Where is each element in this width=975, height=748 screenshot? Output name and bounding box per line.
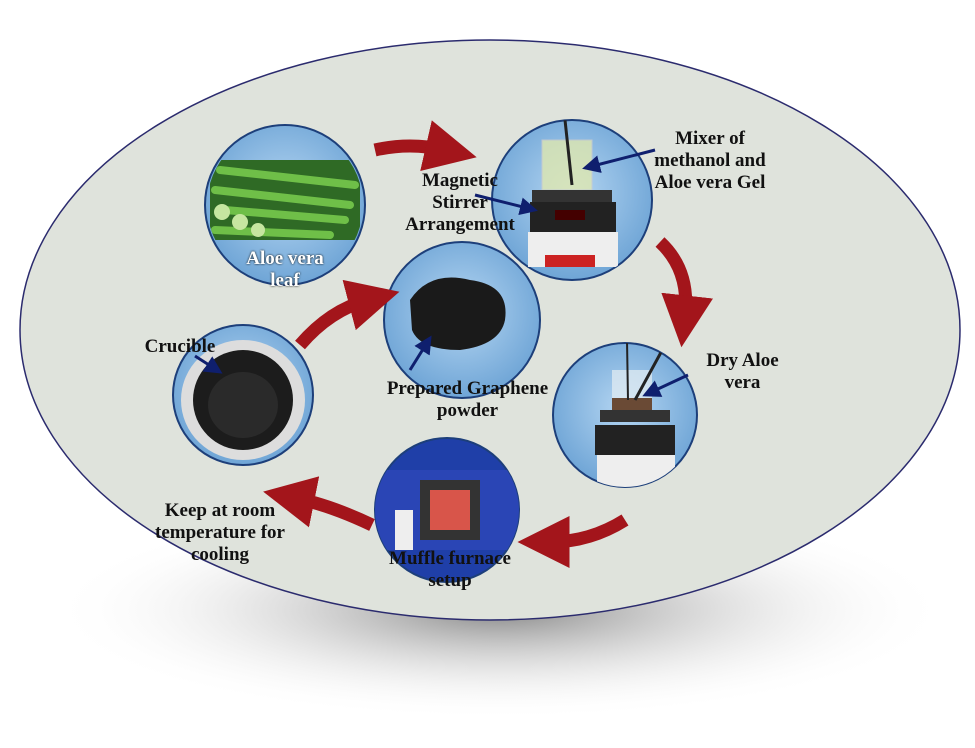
pointer-mixer <box>582 148 656 173</box>
pointer-stirrer <box>474 193 538 216</box>
arrow-leaf-to-stirrer <box>373 120 477 172</box>
arrow-stirrer-to-dry <box>655 237 713 348</box>
dry-aloe-image <box>552 342 698 488</box>
arrow-dry-to-muffle <box>517 514 629 568</box>
label-cooling: Keep at room temperature for cooling <box>155 500 285 565</box>
label-dry-aloe-vera: Dry Aloe vera <box>706 350 779 393</box>
graphene-powder-image <box>383 241 541 399</box>
label-graphene-powder: Prepared Graphene powder <box>386 378 549 421</box>
aloe-leaf-image <box>204 124 366 286</box>
arrow-muffle-to-crucible <box>263 476 375 531</box>
label-magnetic-stirrer: Magnetic Stirrer Arrangement <box>405 170 515 235</box>
pointer-crucible <box>194 354 223 374</box>
muffle-furnace-image <box>374 437 520 583</box>
label-mixer: Mixer of methanol and Aloe vera Gel <box>654 128 766 193</box>
arrow-crucible-to-graphene <box>295 279 400 350</box>
pointer-dry <box>642 373 689 397</box>
label-crucible: Crucible <box>144 336 216 357</box>
pointer-graphene <box>408 335 432 371</box>
label-muffle-furnace: Muffle furnace setup <box>389 548 511 591</box>
label-aloe-vera-leaf: Aloe vera leaf <box>246 248 324 291</box>
